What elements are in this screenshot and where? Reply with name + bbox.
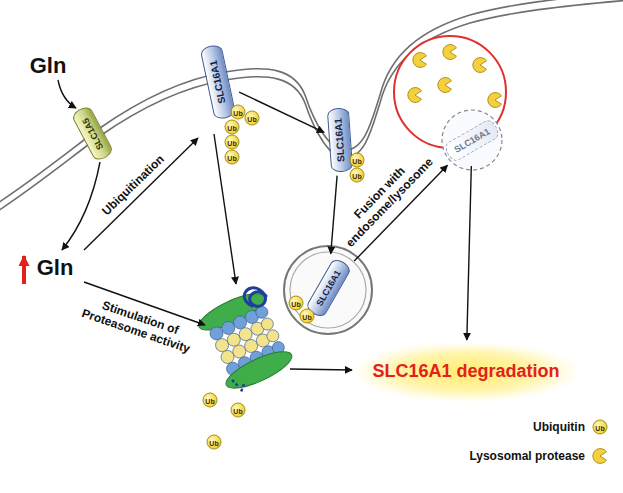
legend-text: Lysosomal protease: [469, 449, 585, 463]
pathway-arrows: [58, 80, 352, 370]
protein-chain: [244, 288, 266, 307]
peptide-fragments: [232, 380, 244, 392]
ubiquitin-tag: Ub: [289, 296, 304, 311]
cell-membrane: [0, 0, 623, 213]
legend-text: Ubiquitin: [533, 420, 585, 434]
ubiquitin-tag: Ub: [593, 420, 608, 435]
ubiquitin-tag: Ub: [231, 403, 246, 418]
pathway-arrow: [239, 92, 324, 132]
pathway-arrow: [331, 176, 337, 254]
ubiquitin-tag: Ub: [245, 111, 260, 126]
protein-name: SLC16A1: [313, 268, 342, 308]
protein-name: SLC16A1: [208, 59, 229, 104]
ubiquitin-tag: Ub: [350, 168, 365, 183]
ubiquitin-tag: Ub: [225, 150, 240, 165]
vesicle: [284, 246, 372, 334]
transporter-cylinder: SLC1A5: [70, 104, 114, 162]
ubiquitin-tag: Ub: [203, 393, 218, 408]
ubiquitin-tag: Ub: [207, 435, 222, 450]
lysosome: [394, 36, 506, 170]
proteasome: [195, 287, 297, 395]
ubiquitin-tag: Ub: [225, 135, 240, 150]
protein-name: SLC16A1: [452, 125, 492, 154]
ubiquitin-tag: Ub: [300, 309, 315, 324]
protein-name: SLC16A1 degradation: [372, 361, 559, 383]
protein-name: SLC1A5: [79, 115, 105, 151]
substrate-label: Gln: [30, 53, 67, 79]
protein-name: SLC16A1: [332, 118, 347, 163]
legend-protease-icon: [593, 449, 607, 464]
ubiquitin-tag: Ub: [350, 153, 365, 168]
transporter-cylinder: SLC16A1: [443, 117, 502, 163]
degradation-glow: SLC16A1 degradation: [358, 343, 575, 401]
process-label: Ubiquitination: [99, 152, 167, 218]
ubiquitin-tag: Ub: [225, 120, 240, 135]
increase-arrow: [22, 256, 26, 284]
pathway-arrow: [467, 166, 471, 340]
substrate-label: Gln: [37, 255, 74, 281]
ubiquitin-tag: Ub: [231, 105, 246, 120]
process-label: Stimulation of Proteasome activity: [67, 289, 208, 360]
